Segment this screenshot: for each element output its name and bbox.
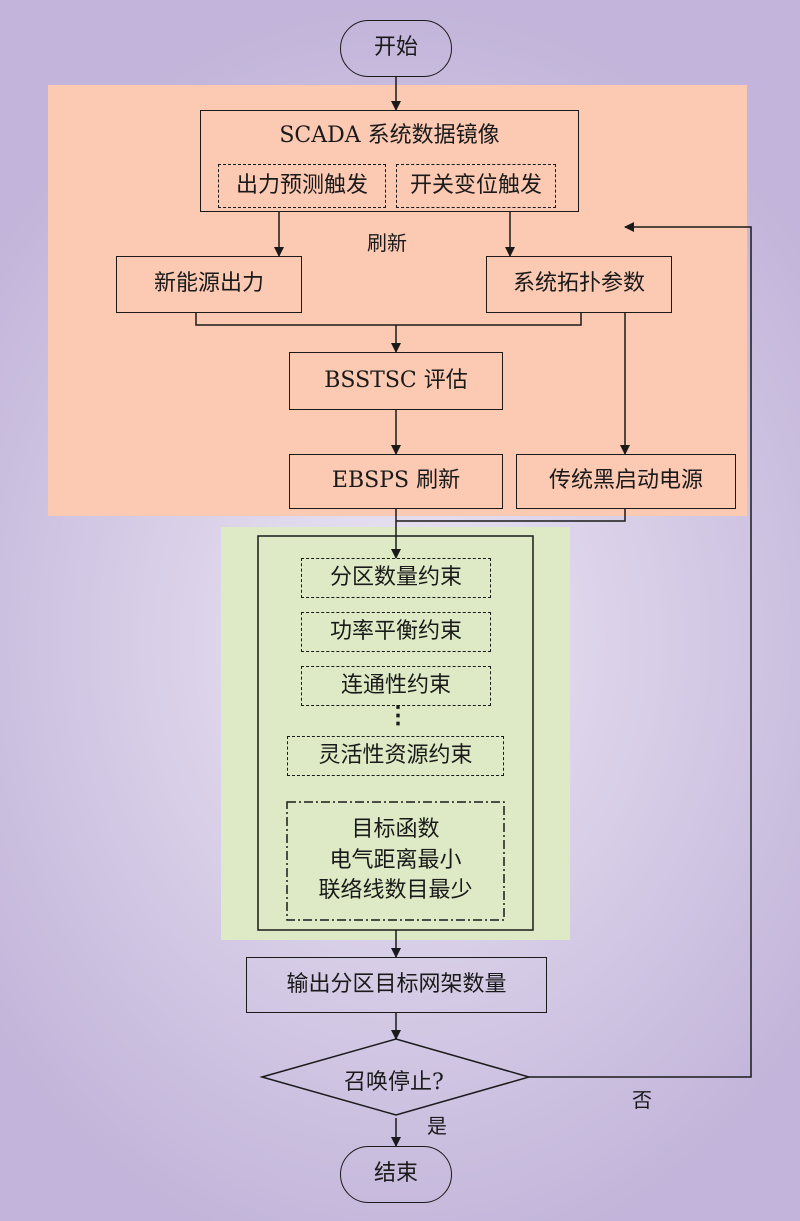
ebsps-box: EBSPS 刷新 bbox=[289, 454, 503, 509]
output-box: 输出分区目标网架数量 bbox=[246, 957, 547, 1013]
refresh-label: 刷新 bbox=[367, 231, 407, 255]
start-terminal: 开始 bbox=[340, 20, 452, 77]
forecast-trigger-box: 出力预测触发 bbox=[218, 164, 386, 208]
line-traditional-merge bbox=[396, 509, 626, 522]
objective-title: 目标函数 bbox=[351, 817, 440, 843]
data-refresh-region bbox=[48, 85, 747, 516]
output-label: 输出分区目标网架数量 bbox=[286, 971, 507, 997]
start-label: 开始 bbox=[373, 35, 418, 61]
bsstsc-box: BSSTSC 评估 bbox=[289, 352, 503, 410]
scada-label: SCADA 系统数据镜像 bbox=[279, 123, 500, 148]
scada-box: SCADA 系统数据镜像 bbox=[200, 110, 579, 212]
switch-trigger-label: 开关变位触发 bbox=[409, 172, 542, 198]
no-label: 否 bbox=[632, 1088, 652, 1112]
ebsps-label: EBSPS 刷新 bbox=[331, 468, 461, 494]
line-topology-merge bbox=[396, 313, 582, 326]
end-label: 结束 bbox=[373, 1161, 418, 1187]
renewable-output-label: 新能源出力 bbox=[153, 271, 264, 297]
topology-label: 系统拓扑参数 bbox=[512, 271, 645, 297]
forecast-trigger-label: 出力预测触发 bbox=[235, 172, 368, 198]
bsstsc-label: BSSTSC 评估 bbox=[324, 367, 468, 393]
end-terminal: 结束 bbox=[340, 1146, 452, 1203]
renewable-output-box: 新能源出力 bbox=[116, 256, 302, 313]
power-balance-label: 功率平衡约束 bbox=[329, 618, 462, 644]
flexibility-label: 灵活性资源约束 bbox=[318, 742, 473, 768]
objective-frame bbox=[286, 801, 505, 921]
decision-label: 召唤停止? bbox=[344, 1070, 444, 1095]
yes-label: 是 bbox=[427, 1114, 447, 1138]
objective-box: 目标函数 电气距离最小 联络线数目最少 bbox=[287, 802, 504, 920]
arrow-decision-no-loop bbox=[529, 222, 752, 1078]
optimization-region bbox=[221, 527, 570, 940]
traditional-source-label: 传统黑启动电源 bbox=[548, 468, 703, 494]
switch-trigger-box: 开关变位触发 bbox=[396, 164, 556, 208]
partition-count-constraint: 分区数量约束 bbox=[301, 558, 491, 598]
constraint-ellipsis: ⋮ bbox=[386, 700, 410, 729]
connectivity-constraint: 连通性约束 bbox=[301, 666, 491, 706]
objective-min-tielines: 联络线数目最少 bbox=[318, 878, 473, 904]
connectivity-label: 连通性约束 bbox=[340, 672, 451, 698]
topology-box: 系统拓扑参数 bbox=[486, 256, 672, 313]
objective-min-distance: 电气距离最小 bbox=[329, 847, 462, 873]
traditional-source-box: 传统黑启动电源 bbox=[516, 454, 736, 509]
line-renewable-merge bbox=[195, 313, 396, 326]
power-balance-constraint: 功率平衡约束 bbox=[301, 612, 491, 652]
constraint-frame bbox=[257, 535, 534, 931]
flexibility-constraint: 灵活性资源约束 bbox=[287, 736, 504, 776]
decision-diamond bbox=[259, 1038, 532, 1116]
partition-count-label: 分区数量约束 bbox=[329, 564, 462, 590]
